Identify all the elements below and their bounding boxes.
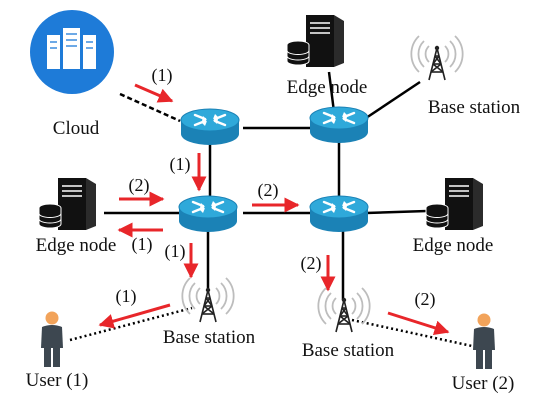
step-label-router-down: (1) — [170, 154, 191, 175]
link-cloud — [119, 92, 181, 123]
flow-arrows — [98, 83, 450, 336]
step-label-edge-out: (1) — [132, 234, 153, 255]
wireless-links — [69, 306, 473, 348]
arrow-bs-to-user2 — [387, 311, 450, 336]
person-icon-user1 — [41, 311, 63, 367]
user1-label: User (1) — [26, 370, 89, 391]
arrow-cloud-to-router — [134, 83, 174, 103]
edge-node-label-top: Edge node — [287, 77, 368, 98]
arrow-bs-to-user1 — [98, 303, 171, 329]
wireless-user2 — [351, 318, 473, 348]
base-station-label-top: Base station — [428, 97, 521, 118]
cloud-label: Cloud — [53, 118, 100, 139]
base-station-label-right: Base station — [302, 340, 395, 361]
antenna-tower-icon-top — [410, 35, 464, 81]
edge-node-label-right: Edge node — [413, 235, 494, 256]
step-label-edge-in: (2) — [129, 175, 150, 196]
user2-label: User (2) — [452, 373, 515, 394]
person-icon-user2 — [473, 313, 495, 369]
edge-server-icon-top — [286, 14, 345, 68]
step-label-cloud: (1) — [152, 65, 173, 86]
link-bs-top — [365, 80, 421, 120]
router-icon-top-right — [308, 105, 370, 145]
step-label-bs-to-user1: (1) — [116, 286, 137, 307]
step-label-router-to-bs-right: (2) — [301, 253, 322, 274]
wireless-user1 — [69, 306, 193, 342]
edge-server-icon-right — [425, 177, 484, 231]
base-station-label-left: Base station — [163, 327, 256, 348]
cloud-datacenter-icon — [30, 10, 114, 94]
step-label-router-to-router: (2) — [258, 180, 279, 201]
step-label-router-to-bs-left: (1) — [165, 241, 186, 262]
edge-node-label-left: Edge node — [36, 235, 117, 256]
step-label-bs-to-user2: (2) — [415, 289, 436, 310]
edge-server-icon-left — [38, 177, 97, 231]
router-icon-bottom-right — [308, 194, 370, 234]
router-icon-top-left — [179, 107, 241, 147]
link-edge-right — [365, 209, 428, 215]
link-edge-top — [327, 71, 336, 113]
links — [104, 71, 428, 300]
router-icon-bottom-left — [177, 194, 239, 234]
